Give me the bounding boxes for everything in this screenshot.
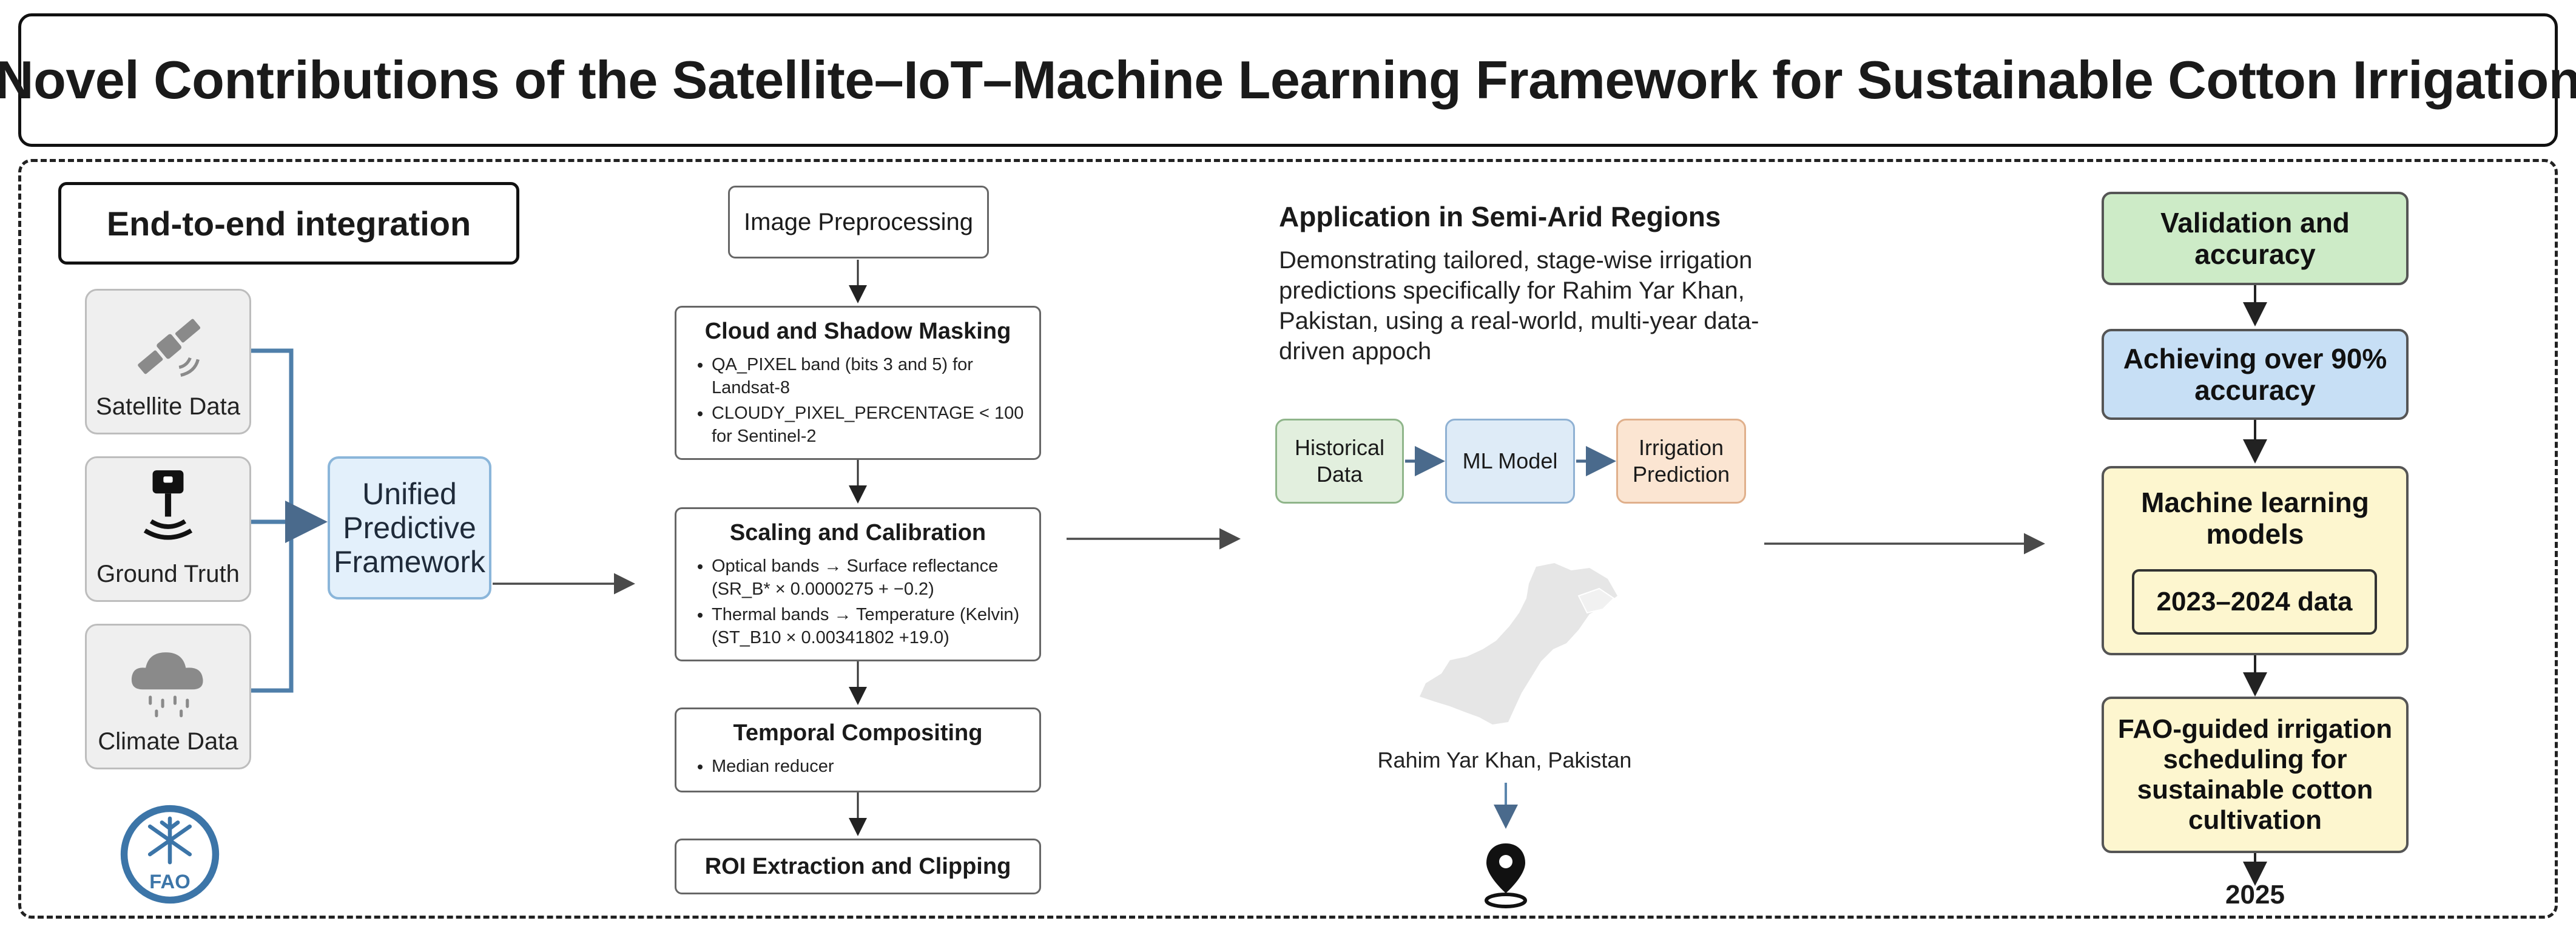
source-label-satellite: Satellite Data	[96, 393, 240, 420]
image-preprocessing-label: Image Preprocessing	[744, 208, 973, 235]
temporal-item: Median reducer	[712, 755, 1027, 778]
accuracy-box: Achieving over 90% accuracy	[2102, 329, 2409, 420]
title-box: Novel Contributions of the Satellite–IoT…	[0, 13, 2576, 147]
source-ground-truth: Ground Truth	[85, 456, 251, 602]
cloud-masking-title: Cloud and Shadow Masking	[704, 319, 1011, 344]
scaling-list: Optical bands → Surface reflectance (SR_…	[689, 555, 1027, 649]
source-label-ground-truth: Ground Truth	[96, 561, 240, 587]
roi-label: ROI Extraction and Clipping	[704, 853, 1011, 879]
temporal-list: Median reducer	[689, 755, 1027, 778]
temporal-title: Temporal Compositing	[733, 720, 983, 746]
cloud-rain-icon	[131, 652, 203, 718]
location-label: Rahim Yar Khan, Pakistan	[1377, 748, 1632, 772]
end-to-end-heading: End-to-end integration	[58, 182, 519, 265]
roi-box: ROI Extraction and Clipping	[675, 839, 1041, 894]
cloud-masking-item: CLOUDY_PIXEL_PERCENTAGE < 100 for Sentin…	[712, 402, 1027, 448]
fao-scheduling-box: FAO-guided irrigation scheduling for sus…	[2102, 697, 2409, 853]
ml-models-box: Machine learning models 2023–2024 data	[2102, 466, 2409, 655]
sources-bracket	[251, 348, 328, 693]
scaling-title: Scaling and Calibration	[729, 520, 986, 545]
ml-models-label: Machine learning models	[2141, 487, 2369, 550]
year-label: 2025	[2225, 880, 2285, 910]
iot-sensor-icon	[143, 470, 193, 540]
cloud-masking-box: Cloud and Shadow Masking QA_PIXEL band (…	[675, 306, 1041, 460]
validation-box: Validation and accuracy	[2102, 192, 2409, 285]
cloud-masking-item: QA_PIXEL band (bits 3 and 5) for Landsat…	[712, 353, 1027, 399]
application-title: Application in Semi-Arid Regions	[1279, 201, 1721, 232]
content-frame	[18, 159, 2558, 919]
historical-data-box: Historical Data	[1275, 419, 1404, 504]
source-label-climate: Climate Data	[98, 728, 238, 755]
source-satellite: Satellite Data	[85, 289, 251, 434]
image-preprocessing-box: Image Preprocessing	[728, 186, 989, 258]
application-description: Demonstrating tailored, stage-wise irrig…	[1279, 247, 1759, 365]
scaling-item: Optical bands → Surface reflectance (SR_…	[712, 555, 1027, 601]
scaling-item: Thermal bands → Temperature (Kelvin) (ST…	[712, 603, 1027, 649]
location-pin-icon	[1485, 843, 1527, 908]
scaling-box: Scaling and Calibration Optical bands → …	[675, 507, 1041, 661]
pakistan-map	[1420, 563, 1617, 724]
satellite-icon	[138, 319, 201, 377]
source-climate: Climate Data	[85, 624, 251, 769]
data-years-box: 2023–2024 data	[2132, 569, 2377, 635]
unified-framework-box: Unified Predictive Framework	[328, 456, 491, 599]
irrigation-prediction-box: Irrigation Prediction	[1616, 419, 1746, 504]
fao-logo-text: FAO	[149, 870, 190, 893]
diagram-title: Novel Contributions of the Satellite–IoT…	[0, 50, 2576, 110]
cloud-masking-list: QA_PIXEL band (bits 3 and 5) for Landsat…	[689, 353, 1027, 448]
temporal-box: Temporal Compositing Median reducer	[675, 707, 1041, 792]
ml-model-box: ML Model	[1445, 419, 1575, 504]
fao-logo: FAO	[120, 805, 220, 904]
